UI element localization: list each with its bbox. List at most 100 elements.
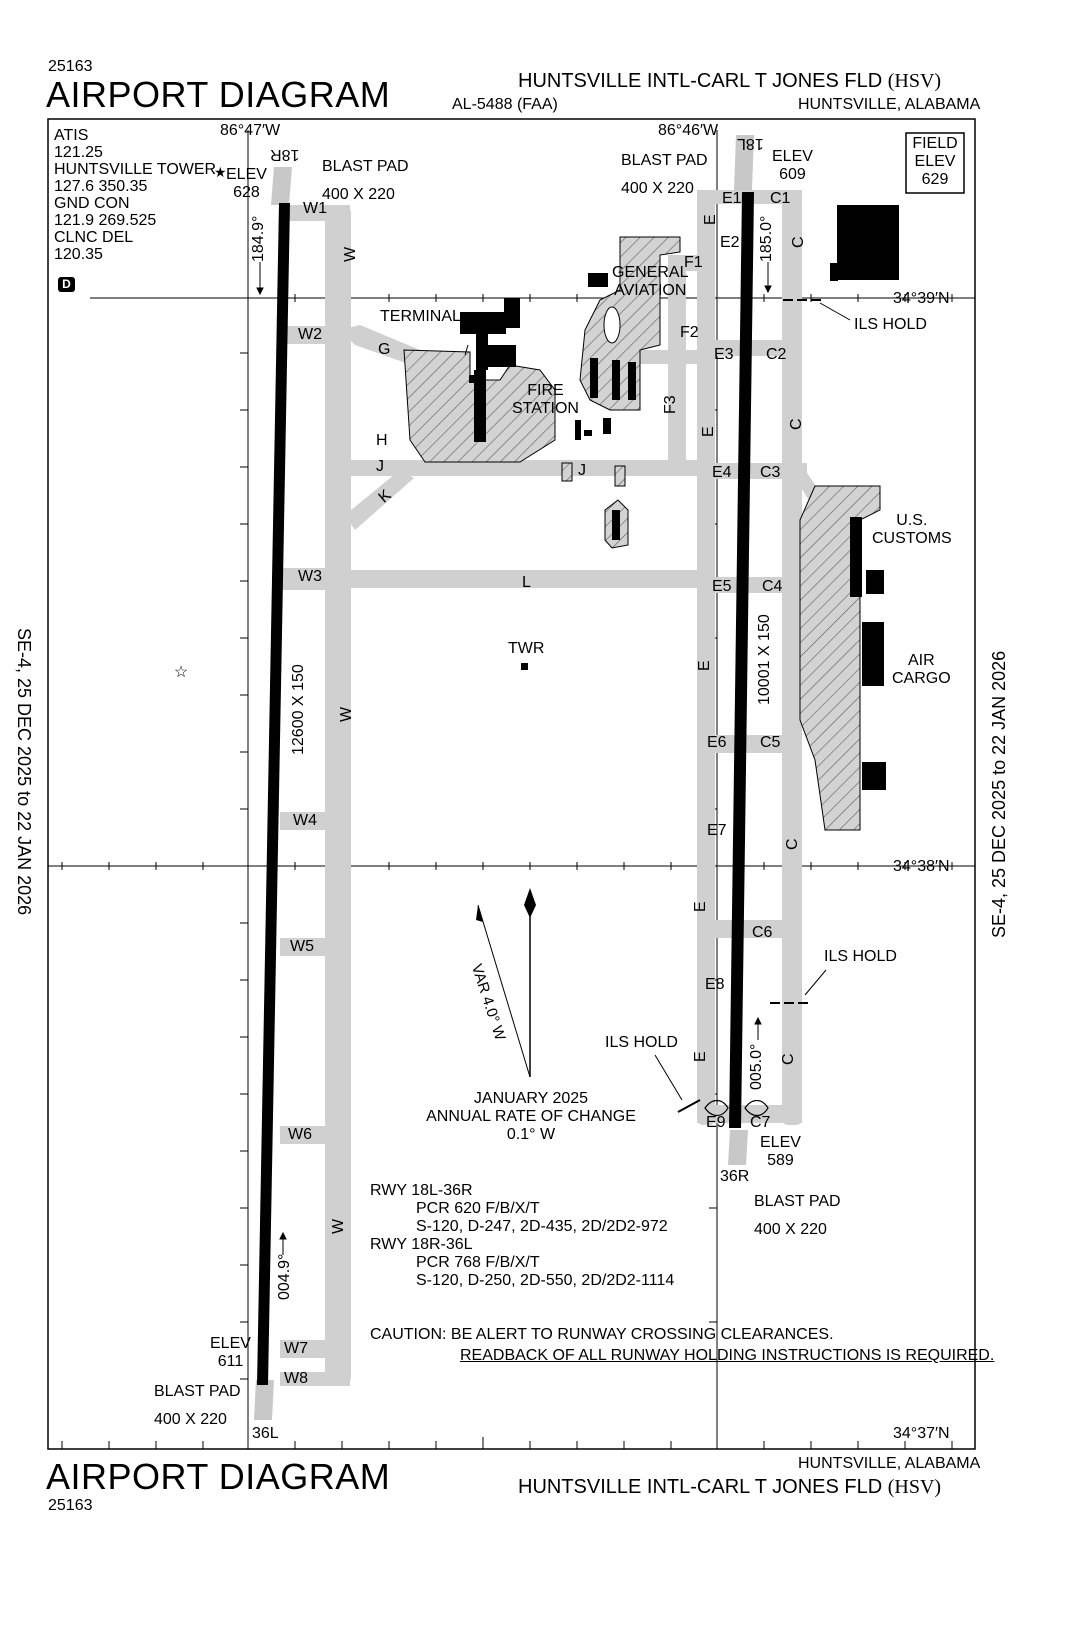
elev-18l: ELEV 609 bbox=[772, 148, 813, 184]
twy-f1: F1 bbox=[684, 254, 703, 271]
ga-hangar-1 bbox=[588, 273, 608, 287]
customs-building bbox=[866, 570, 884, 594]
rwy-east-size: 10001 X 150 bbox=[756, 614, 773, 705]
twy-j-east: J bbox=[578, 462, 586, 479]
lat-mid-label: 34°38′N bbox=[893, 858, 950, 875]
north-cargo-building bbox=[837, 205, 899, 280]
twy-c-mid2: C bbox=[784, 838, 801, 850]
blast-pad-18r-label: BLAST PAD 400 X 220 bbox=[322, 153, 409, 209]
north-cargo-building-2 bbox=[830, 263, 838, 281]
blast-pad-36r-size: 400 X 220 bbox=[754, 1221, 827, 1238]
twy-w4: W4 bbox=[293, 812, 317, 829]
twy-c-south: C bbox=[780, 1053, 797, 1065]
hdg-36l: 004.9° bbox=[276, 1253, 293, 1300]
ga-label-1: GENERAL bbox=[612, 264, 689, 281]
field-elev: FIELD ELEV 629 bbox=[906, 135, 964, 189]
rwy-36r-label: 36R bbox=[720, 1168, 750, 1185]
taxiway-f1-surface bbox=[668, 255, 702, 271]
city-bottom: HUNTSVILLE, ALABAMA bbox=[798, 1455, 981, 1472]
elev-18r: ELEV 628 bbox=[226, 166, 267, 202]
twy-j-west: J bbox=[376, 458, 384, 475]
twy-e4: E4 bbox=[712, 464, 732, 481]
twy-e5: E5 bbox=[712, 578, 732, 595]
runway-18r-36l bbox=[257, 203, 290, 1385]
tower-label: TWR bbox=[508, 640, 545, 657]
elev-36l-value: 611 bbox=[217, 1353, 244, 1370]
magvar-date: JANUARY 2025 bbox=[473, 1090, 589, 1107]
blast-pads bbox=[254, 135, 754, 1420]
twy-c-mid1: C bbox=[788, 418, 805, 430]
fire-label-2: STATION bbox=[512, 400, 579, 417]
hdg-18l: 185.0° bbox=[758, 215, 775, 262]
taxiway-e4c3-surface bbox=[697, 463, 807, 479]
fire-station-building-2 bbox=[584, 430, 592, 436]
airport-name-bottom-text: HUNTSVILLE INTL-CARL T JONES FLD bbox=[518, 1476, 883, 1498]
twy-w2: W2 bbox=[298, 326, 322, 343]
elev-36l: ELEV 611 bbox=[210, 1335, 251, 1371]
taxiway-w-surface bbox=[325, 205, 351, 1385]
field-elev-label1: FIELD bbox=[912, 135, 958, 152]
ga-hangar-3 bbox=[612, 360, 620, 400]
city-top: HUNTSVILLE, ALABAMA bbox=[798, 96, 981, 113]
ils-hold-south-label: ILS HOLD bbox=[605, 1034, 678, 1051]
small-apron-j bbox=[561, 462, 573, 482]
twy-e-south: E bbox=[692, 1051, 709, 1062]
terminal-gate bbox=[469, 375, 477, 383]
twy-w1: W1 bbox=[303, 200, 327, 217]
south-hangar bbox=[612, 510, 620, 540]
twy-w5: W5 bbox=[290, 938, 314, 955]
twy-e-north: E bbox=[702, 214, 719, 225]
magnetic-variation-arrows bbox=[476, 888, 536, 1078]
blast-pad-18r bbox=[271, 167, 292, 205]
blast-pad-18l-label: BLAST PAD 400 X 220 bbox=[621, 147, 708, 203]
twy-e6: E6 bbox=[707, 734, 727, 751]
twy-e-mid1: E bbox=[700, 426, 717, 437]
gnd-freq: 121.9 269.525 bbox=[54, 212, 157, 229]
runway-18l-36r bbox=[729, 192, 754, 1128]
pcr-18r-weights: S-120, D-250, 2D-550, 2D/2D2-1114 bbox=[416, 1272, 675, 1289]
cargo-label-1: AIR bbox=[908, 652, 935, 669]
twy-f3: F3 bbox=[662, 395, 679, 414]
taxiway-c6-surface bbox=[697, 920, 802, 938]
ga-hangar-4 bbox=[628, 362, 636, 400]
twy-c5: C5 bbox=[760, 734, 781, 751]
blast-pad-36l-title: BLAST PAD bbox=[154, 1383, 241, 1400]
taxiway-l-surface bbox=[340, 570, 710, 588]
blast-pad-36r bbox=[728, 1130, 748, 1165]
pcr-18r-value: PCR 768 F/B/X/T bbox=[416, 1254, 540, 1271]
ils-hold-symbols bbox=[704, 1099, 769, 1117]
taxiway-w2-surface bbox=[280, 326, 350, 344]
leader-lines bbox=[464, 302, 851, 1101]
hdg-18r: 184.9° bbox=[250, 215, 267, 262]
clnc-label: CLNC DEL bbox=[54, 229, 134, 246]
atis-freq: 121.25 bbox=[54, 144, 103, 161]
ga-hangar-2 bbox=[590, 358, 598, 398]
blast-pad-18l-size: 400 X 220 bbox=[621, 180, 694, 197]
lat-bottom-label: 34°37′N bbox=[893, 1425, 950, 1442]
pcr-18l-value: PCR 620 F/B/X/T bbox=[416, 1200, 540, 1217]
twy-g: G bbox=[378, 341, 391, 358]
taxiway-w5-surface bbox=[280, 938, 350, 956]
tower-building bbox=[521, 663, 528, 670]
taxiway-f2-surface bbox=[640, 350, 700, 364]
elev-36r-label: ELEV bbox=[760, 1134, 801, 1151]
buildings bbox=[460, 205, 899, 790]
terminal-building bbox=[460, 312, 506, 334]
taxiway-w4-surface bbox=[280, 812, 350, 830]
terminal-label: TERMINAL bbox=[380, 308, 461, 325]
twy-e-mid2: E bbox=[696, 660, 713, 671]
twy-e7: E7 bbox=[707, 822, 727, 839]
elev-36r: ELEV 589 bbox=[760, 1134, 801, 1170]
customs-hangar bbox=[850, 517, 862, 597]
tower-freq: 127.6 350.35 bbox=[54, 178, 148, 195]
field-elev-value: 629 bbox=[921, 171, 949, 188]
ga-label-2: AVIATION bbox=[614, 282, 687, 299]
twy-c1: C1 bbox=[770, 190, 791, 207]
twy-f2: F2 bbox=[680, 324, 699, 341]
twy-c-north: C bbox=[790, 236, 807, 248]
ils-hold-lines bbox=[677, 299, 821, 1113]
taxiway-w6-surface bbox=[280, 1126, 350, 1144]
lat-top-label: 34°39′N bbox=[893, 290, 950, 307]
caution-line1: CAUTION: BE ALERT TO RUNWAY CROSSING CLE… bbox=[370, 1326, 834, 1343]
blast-pad-18l-title: BLAST PAD bbox=[621, 152, 708, 169]
